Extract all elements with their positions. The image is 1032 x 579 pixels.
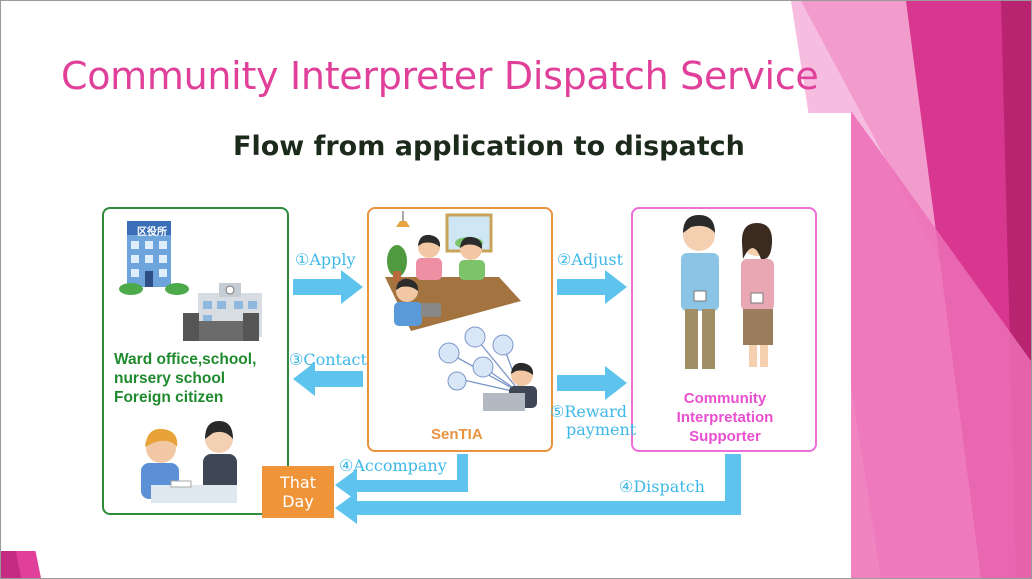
- supporter-line-3: Supporter: [689, 428, 761, 445]
- flow-subtitle: Flow from application to dispatch: [233, 131, 745, 162]
- that-day-line-1: That: [280, 473, 316, 492]
- sentia-office-illustration-icon: [385, 211, 521, 331]
- flow-arrows: [293, 270, 741, 524]
- supporter-line-1: Community: [683, 390, 767, 407]
- reward-arrow: [557, 366, 627, 400]
- ward-office-sign: 区役所: [137, 227, 167, 238]
- male-supporter-icon: [681, 215, 719, 369]
- network-operator-icon: [438, 326, 537, 411]
- step-reward: ⑤Reward: [550, 402, 627, 421]
- step-accompany: ④Accompany: [339, 456, 447, 475]
- dispatch-arrow: [335, 454, 741, 524]
- that-day-badge: That Day: [262, 466, 334, 518]
- requester-box: [102, 207, 289, 515]
- step-reward-payment: payment: [566, 420, 637, 439]
- school-building-icon: [183, 283, 262, 341]
- that-day-line-2: Day: [282, 492, 314, 511]
- requester-line-2: nursery school: [114, 370, 226, 387]
- adjust-arrow: [557, 270, 627, 304]
- apply-arrow: [293, 270, 363, 304]
- supporter-line-2: Interpretation: [676, 409, 774, 426]
- page-title: Community Interpreter Dispatch Service: [61, 54, 819, 98]
- requester-line-3: Foreign citizen: [114, 389, 224, 406]
- female-supporter-icon: [741, 223, 774, 367]
- supporter-label: Community Interpretation Supporter: [649, 389, 801, 446]
- step-dispatch: ④Dispatch: [619, 477, 705, 496]
- consultation-counter-icon: [141, 421, 237, 503]
- step-adjust: ②Adjust: [557, 250, 624, 269]
- sentia-label: SenTIA: [431, 426, 483, 443]
- requester-label: Ward office,school, nursery school Forei…: [114, 350, 256, 407]
- accompany-arrow: [335, 454, 468, 501]
- step-contact: ③Contact: [289, 350, 367, 369]
- step-apply: ①Apply: [295, 250, 356, 269]
- contact-arrow: [293, 362, 363, 396]
- requester-line-1: Ward office,school,: [114, 351, 257, 368]
- supporter-box: [631, 207, 817, 452]
- ward-office-building-icon: [119, 221, 189, 295]
